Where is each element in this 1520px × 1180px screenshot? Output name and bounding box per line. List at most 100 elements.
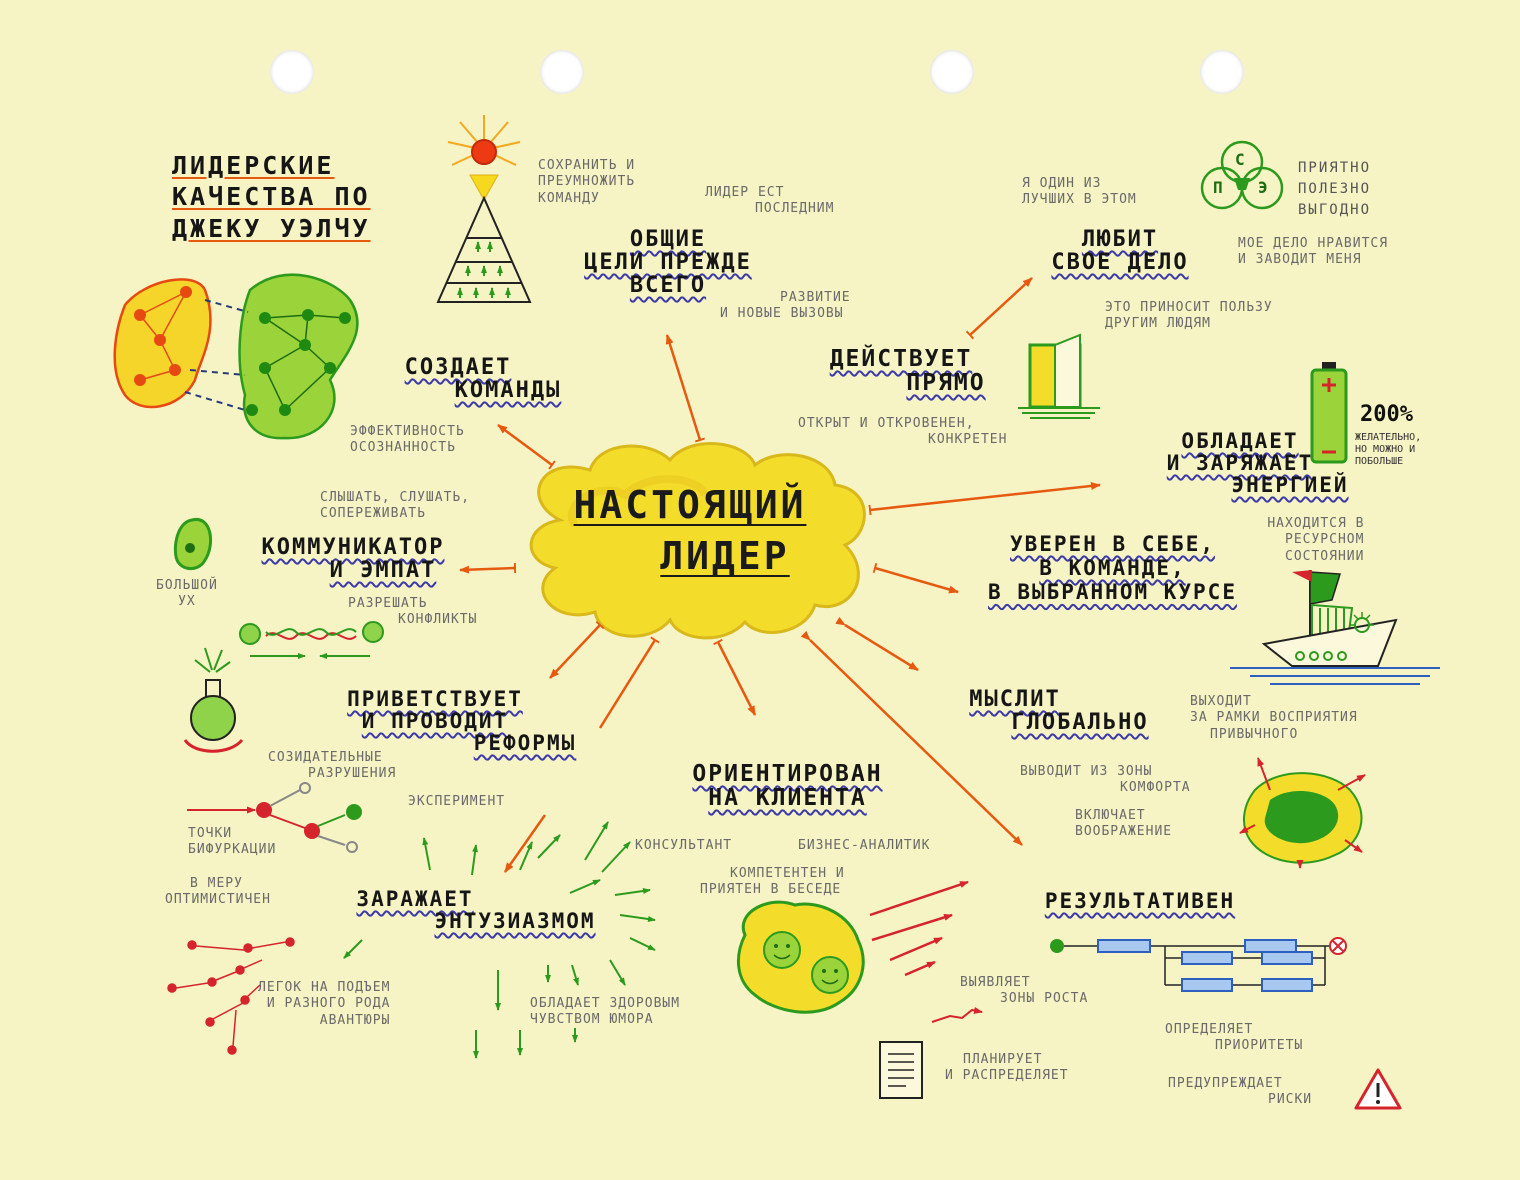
note-line: РАЗРЕШАТЬ [348, 596, 428, 611]
node-line: УВЕРЕН В СЕБЕ, [1009, 532, 1215, 556]
node-line: ЛЮБИТ [1081, 227, 1159, 252]
note-priorities: ОПРЕДЕЛЯЕТ ПРИОРИТЕТЫ [1165, 1022, 1303, 1055]
note-humor: ОБЛАДАЕТ ЗДОРОВЫМ ЧУВСТВОМ ЮМОРА [530, 996, 680, 1029]
node-line: ЗАРАЖАЕТ [356, 887, 474, 911]
note-adventures: ЛЕГОК НА ПОДЪЕМ И РАЗНОГО РОДА АВАНТЮРЫ [258, 980, 390, 1029]
battery-note-line: ЖЕЛАТЕЛЬНО, [1355, 432, 1422, 443]
note-line: МОЕ ДЕЛО НРАВИТСЯ [1238, 236, 1389, 251]
happy-clients-icon [736, 900, 865, 1014]
node-thinks-globally: МЫСЛИТ ГЛОБАЛЬНО [925, 688, 1175, 734]
note-line: ПОСЛЕДНИМ [755, 201, 835, 217]
node-line: МЫСЛИТ [969, 687, 1061, 712]
battery-note-line: ПОБОЛЬШЕ [1355, 456, 1404, 467]
note-optimistic: В МЕРУ ОПТИМИСТИЧЕН [165, 876, 271, 909]
note-line: СОСТОЯНИИ [1285, 548, 1365, 564]
note-line: КОНФЛИКТЫ [398, 612, 478, 628]
note-line: ЗОНЫ РОСТА [1000, 991, 1089, 1007]
venn-icon [1200, 140, 1284, 210]
note-bifurcation: ТОЧКИ БИФУРКАЦИИ [188, 826, 276, 859]
node-reforms: ПРИВЕТСТВУЕТ И ПРОВОДИТ РЕФОРМЫ [305, 688, 605, 754]
note-one-of-best: Я ОДИН ИЗ ЛУЧШИХ В ЭТОМ [1022, 176, 1137, 209]
node-line: ВСЕГО [629, 273, 707, 299]
note-line: ЛИДЕР ЕСТ [705, 185, 785, 200]
optimism-tree-icon [167, 937, 295, 1055]
note-imagination: ВКЛЮЧАЕТ ВООБРАЖЕНИЕ [1075, 808, 1172, 841]
node-line: ЭНЕРГИЕЙ [1231, 473, 1349, 498]
note-analyst: БИЗНЕС-АНАЛИТИК [798, 838, 930, 854]
note-line: ЛЕГОК НА ПОДЪЕМ [258, 980, 391, 995]
node-line: В ВЫБРАННОМ КУРСЕ [988, 580, 1237, 605]
mind-map-title: ЛИДЕРСКИЕ КАЧЕСТВА ПО ДЖЕКУ УЭЛЧУ [172, 150, 371, 244]
title-line: ЛИДЕРСКИЕ [172, 151, 335, 180]
center-line: НАСТОЯЩИЙ [573, 483, 807, 527]
note-big-ear: БОЛЬШОЙ УХ [156, 578, 218, 611]
note-line: АВАНТЮРЫ [319, 1012, 391, 1028]
node-line: И ЭМПАТ [329, 558, 437, 584]
note-risks: ПРЕДУПРЕЖДАЕТ РИСКИ [1168, 1076, 1312, 1109]
node-line: КОММУНИКАТОР [261, 535, 445, 560]
battery-percent: 200% [1360, 402, 1413, 427]
note-line: И ЗАВОДИТ МЕНЯ [1238, 252, 1362, 268]
node-client-oriented: ОРИЕНТИРОВАН НА КЛИЕНТА [655, 762, 920, 810]
note-line: СЛЫШАТЬ, СЛУШАТЬ, [320, 490, 471, 505]
note-line: СОХРАНИТЬ И [538, 158, 636, 173]
note-line: ОПРЕДЕЛЯЕТ [1165, 1022, 1254, 1037]
node-confident: УВЕРЕН В СЕБЕ, В КОМАНДЕ, В ВЫБРАННОМ КУ… [940, 532, 1285, 604]
punch-hole [540, 50, 584, 94]
document-icon [879, 1041, 923, 1099]
node-line: РЕЗУЛЬТАТИВЕН [1044, 889, 1236, 913]
note-line: ВЫХОДИТ [1190, 694, 1252, 709]
note-line: ПЛАНИРУЕТ [963, 1052, 1043, 1067]
pyramid-sun-icon [436, 115, 532, 303]
battery-icon [1310, 362, 1348, 464]
note-line: ЭФФЕКТИВНОСТЬ [350, 424, 465, 439]
warning-icon [1354, 1068, 1402, 1110]
circuit-icon [1050, 937, 1347, 992]
note-experiment: ЭКСПЕРИМЕНТ [408, 794, 505, 810]
node-line: СОЗДАЕТ [404, 355, 512, 380]
node-common-goals: ОБЩИЕ ЦЕЛИ ПРЕЖДЕ ВСЕГО [548, 228, 788, 297]
note-line: ЭКСПЕРИМЕНТ [408, 794, 506, 809]
ship-icon [1230, 570, 1440, 685]
note-listen: СЛЫШАТЬ, СЛУШАТЬ, СОПЕРЕЖИВАТЬ [320, 490, 470, 523]
note-line: ПРЕДУПРЕЖДАЕТ [1168, 1076, 1283, 1091]
node-line: СВОЕ ДЕЛО [1051, 250, 1189, 276]
battery-note-line: НО МОЖНО И [1355, 444, 1416, 455]
note-line: НАХОДИТСЯ В [1267, 516, 1365, 531]
note-line: БОЛЬШОЙ [156, 578, 218, 593]
note-destruction: СОЗИДАТЕЛЬНЫЕ РАЗРУШЕНИЯ [268, 750, 396, 783]
note-efficiency: ЭФФЕКТИВНОСТЬ ОСОЗНАННОСТЬ [350, 424, 465, 457]
title-line: ДЖЕКУ УЭЛЧУ [172, 213, 371, 243]
note-resource: НАХОДИТСЯ В РЕСУРСНОМ СОСТОЯНИИ [1205, 516, 1364, 565]
title-line: КАЧЕСТВА ПО [172, 182, 371, 212]
note-line: ТОЧКИ [188, 826, 233, 841]
note-line: В МЕРУ [190, 876, 243, 891]
note-line: ОБЛАДАЕТ ЗДОРОВЫМ [530, 996, 681, 1011]
note-line: КОНКРЕТЕН [928, 432, 1008, 448]
node-effective: РЕЗУЛЬТАТИВЕН [1020, 890, 1260, 912]
note-line: КОМАНДУ [538, 190, 600, 206]
growth-line-icon [931, 1006, 983, 1023]
note-conflicts: РАЗРЕШАТЬ КОНФЛИКТЫ [348, 596, 477, 629]
note-line: ПРИВЫЧНОГО [1210, 726, 1299, 742]
venn-letter-p: П [1213, 178, 1223, 197]
bifurcation-icon [187, 782, 362, 853]
center-cloud [529, 442, 866, 640]
center-node-label: НАСТОЯЩИЙ ЛИДЕР [540, 480, 840, 583]
venn-label: ВЫГОДНО [1298, 202, 1372, 218]
center-line: ЛИДЕР [660, 534, 790, 579]
node-line: И ПРОВОДИТ [361, 709, 509, 734]
node-line: ЦЕЛИ ПРЕЖДЕ [584, 250, 752, 276]
note-beyond-habit: ВЫХОДИТ ЗА РАМКИ ВОСПРИЯТИЯ ПРИВЫЧНОГО [1190, 694, 1358, 743]
note-preserve-team: СОХРАНИТЬ И ПРЕУМНОЖИТЬ КОМАНДУ [538, 158, 635, 207]
global-thinking-icon [1239, 757, 1366, 869]
node-line: ОБЩИЕ [629, 227, 707, 252]
note-open: ОТКРЫТ И ОТКРОВЕНЕН, КОНКРЕТЕН [798, 416, 1007, 449]
note-line: КОМФОРТА [1120, 780, 1191, 796]
ear-icon [173, 518, 213, 570]
connector-arrows [459, 277, 1101, 873]
node-line: ПРИВЕТСТВУЕТ [347, 687, 523, 711]
team-network-icon [113, 273, 359, 440]
venn-labels: ПРИЯТНО ПОЛЕЗНО ВЫГОДНО [1298, 158, 1371, 221]
